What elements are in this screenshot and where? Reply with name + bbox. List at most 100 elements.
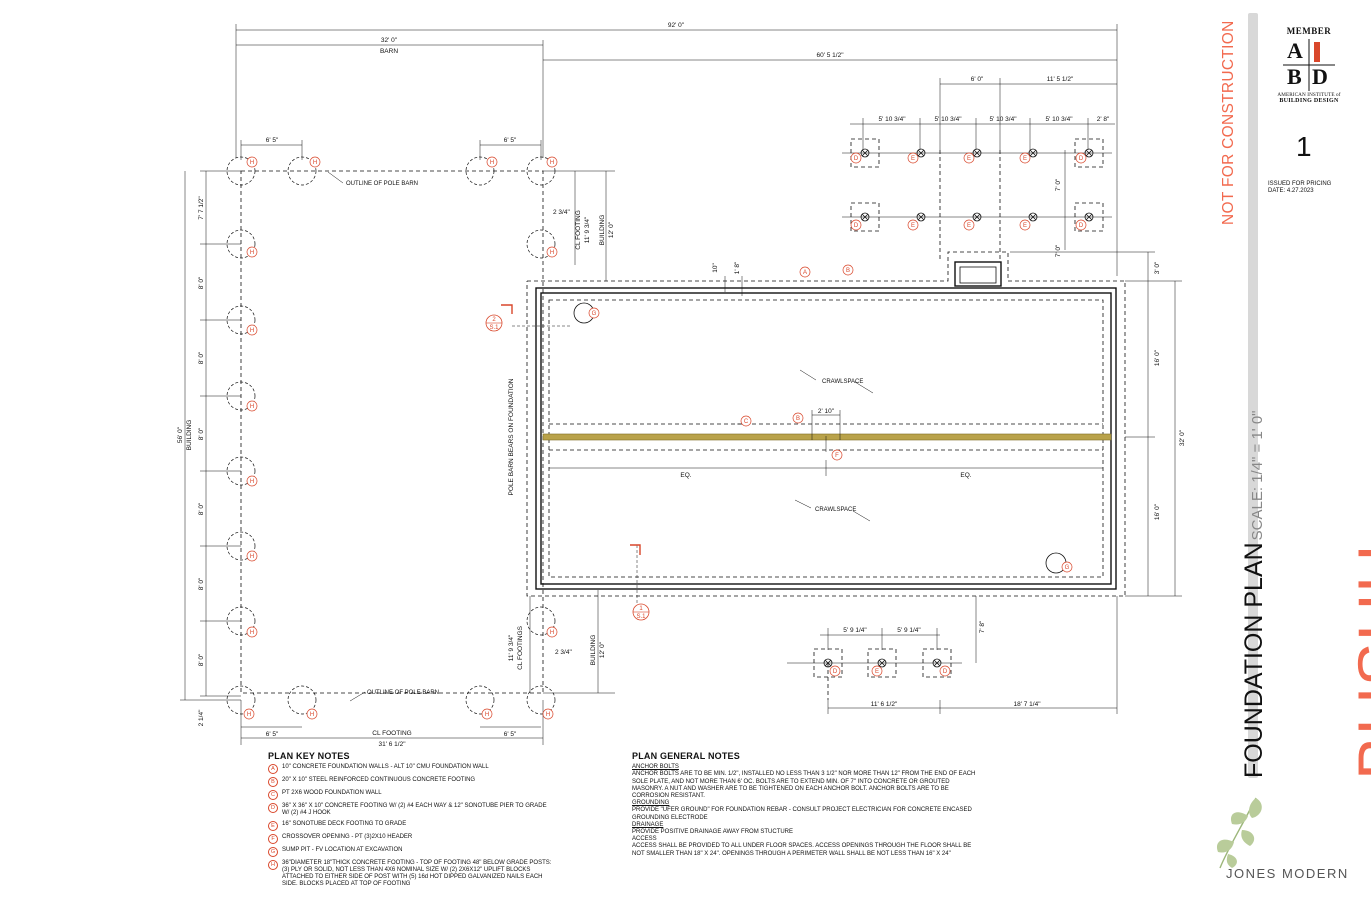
svg-text:E: E: [911, 156, 915, 162]
key-note-item: B 20" X 10" STEEL REINFORCED CONTINUOUS C…: [268, 777, 552, 788]
deck-pier-e: E: [907, 148, 926, 164]
svg-text:D: D: [1079, 156, 1084, 162]
pole-footing: H: [526, 685, 556, 720]
notes-heading: ACCESS: [632, 836, 657, 843]
deck-pier-e: E: [1019, 212, 1038, 231]
key-note-text: 36" X 36" X 10" CONCRETE FOOTING W/ (2) …: [282, 803, 547, 817]
notes-text: PROVIDE POSITIVE DRAINAGE AWAY FROM STUC…: [632, 829, 794, 836]
svg-text:H: H: [550, 630, 554, 636]
deck-pier-d: D: [1074, 202, 1104, 232]
pole-footing: H: [226, 531, 258, 562]
house-foundation: [501, 150, 1182, 605]
pole-top-right-dim: 6' 5": [504, 137, 517, 144]
svg-text:H: H: [313, 160, 317, 166]
key-note-letter: C: [268, 790, 278, 801]
svg-text:H: H: [546, 712, 550, 718]
house-width-dim: 60' 5 1/2": [816, 52, 844, 59]
wall-10-dim: 10": [712, 263, 719, 273]
building-top-label: BUILDING: [599, 215, 606, 246]
bottom-18-7-dim: 18' 7 1/4": [1013, 701, 1041, 708]
key-note-text: CROSSOVER OPENING - PT (3)2X10 HEADER: [282, 833, 413, 840]
wall-1-8-dim: 1' 8": [734, 261, 741, 274]
deck-pier-d: D: [813, 648, 843, 678]
notes-text: ANCHOR BOLTS ARE TO BE MIN. 1/2", INSTAL…: [632, 771, 976, 800]
barn-label: BARN: [380, 48, 398, 55]
cl-footing-top-dim: 11' 9 3/4": [584, 216, 591, 243]
cl-footing-width-dim: 31' 6 1/2": [378, 741, 406, 748]
foundation-plan-drawing: .ln { stroke:#111; stroke-width:0.8; fil…: [177, 22, 1186, 748]
aibd-letter-i: I: [1313, 38, 1322, 64]
deck-pier-d: D: [850, 202, 880, 232]
barn-left-8-dim-5: 8' 0": [198, 577, 205, 590]
deck-pier-e: E: [963, 212, 982, 231]
general-notes-title: PLAN GENERAL NOTES: [632, 751, 740, 761]
building-bottom-label: BUILDING: [590, 635, 597, 666]
barn-building-dim: 56' 0": [177, 426, 184, 443]
key-note-letter: B: [268, 777, 278, 788]
top-deck-footings: D E E E D D E E E D: [842, 138, 1112, 262]
svg-text:C: C: [744, 419, 749, 425]
svg-text:H: H: [247, 712, 251, 718]
plan-title-text: FOUNDATION PLAN: [1240, 542, 1268, 778]
barn-left-8-dim-2: 8' 0": [198, 351, 205, 364]
aibd-letter-b: B: [1287, 64, 1302, 89]
aibd-building-design: BUILDING DESIGN: [1279, 98, 1339, 104]
deck-7-dim: 7' 0": [1055, 178, 1062, 191]
bottom-deck-spacing-2: 5' 9 1/4": [897, 627, 921, 634]
eq-left: EQ.: [680, 472, 691, 479]
svg-text:D: D: [833, 669, 838, 675]
key-note-letter: H: [268, 859, 278, 870]
barn-left-8-dim-6: 8' 0": [198, 653, 205, 666]
pole-footing: H: [287, 156, 321, 186]
svg-text:S.1: S.1: [636, 614, 646, 620]
notes-heading: ANCHOR BOLTS: [632, 764, 679, 771]
offset-2-1-4-dim: 2 1/4": [198, 709, 205, 726]
bottom-11-6-dim: 11' 6 1/2": [871, 701, 898, 708]
deck-pier-d: D: [922, 648, 952, 678]
section-marker-bottom: 1 S.1: [632, 603, 650, 621]
pole-footing: H: [287, 685, 318, 720]
pole-footing: H: [526, 229, 558, 259]
crawlspace-upper: CRAWLSPACE: [822, 379, 863, 385]
svg-text:D: D: [854, 156, 859, 162]
deck-7-b-dim: 7' 0": [1055, 244, 1062, 257]
notes-text: PROVIDE "UFER GROUND" FOR FOUNDATION REB…: [632, 807, 972, 821]
issue-info: ISSUED FOR PRICING DATE: 4.27.2023: [1268, 181, 1331, 195]
aibd-letter-d: D: [1312, 64, 1328, 89]
aibd-logo-icon: A I B D: [1283, 38, 1335, 91]
svg-text:E: E: [875, 669, 879, 675]
notes-heading: DRAINAGE: [632, 821, 664, 828]
key-note-letter: A: [268, 764, 278, 775]
barn-building-label: BUILDING: [186, 420, 193, 451]
svg-text:H: H: [490, 160, 494, 166]
general-notes-drainage: DRAINAGE PROVIDE POSITIVE DRAINAGE AWAY …: [632, 822, 977, 836]
deck-pier-e: E: [867, 648, 897, 678]
pole-footing: H: [226, 606, 258, 638]
building-bottom-dim: 12' 0": [599, 641, 606, 658]
key-note-item: A 10" CONCRETE FOUNDATION WALLS - ALT 10"…: [268, 764, 552, 775]
barn-left-8-dim-4: 8' 0": [198, 502, 205, 515]
firm-name: JONES MODERN: [1226, 866, 1349, 881]
key-note-text: 20" X 10" STEEL REINFORCED CONTINUOUS CO…: [282, 777, 476, 784]
pole-footing: H: [226, 456, 258, 487]
svg-text:F: F: [835, 453, 839, 459]
pole-bottom-left-dim: 6' 5": [266, 731, 279, 738]
eq-right: EQ.: [960, 472, 971, 479]
barn-left-8-dim-1: 8' 0": [198, 276, 205, 289]
deck-pier-e: E: [1019, 148, 1038, 164]
crossover-dim: 2' 10": [818, 408, 835, 415]
deck-top-b-dim: 11' 5 1/2": [1047, 76, 1074, 83]
pole-footing: H: [226, 381, 258, 412]
svg-text:H: H: [310, 712, 314, 718]
key-note-letter: E: [268, 820, 278, 831]
pole-footing: H: [465, 685, 495, 720]
svg-text:B: B: [846, 268, 850, 274]
deck-pier-d: D: [850, 138, 880, 168]
key-note-text: 10" CONCRETE FOUNDATION WALLS - ALT 10" …: [282, 764, 489, 771]
pole-footing: H: [226, 305, 258, 336]
general-notes-grounding: GROUNDING PROVIDE "UFER GROUND" FOR FOUN…: [632, 800, 977, 822]
title-divider: [1248, 13, 1258, 778]
svg-text:E: E: [911, 223, 915, 229]
